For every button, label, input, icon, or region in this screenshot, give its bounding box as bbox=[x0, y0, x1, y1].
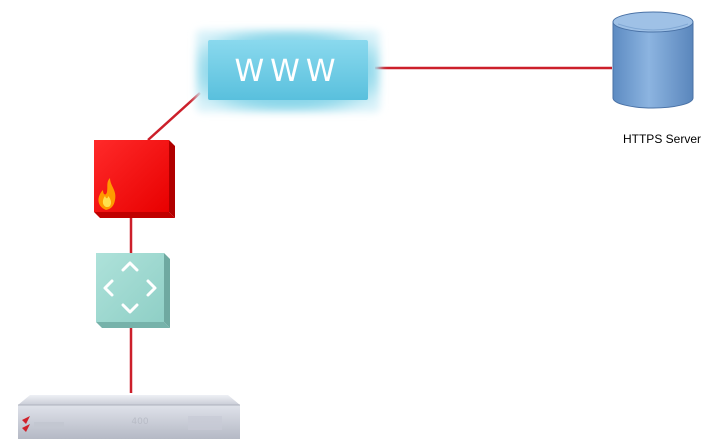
arrows-icon bbox=[103, 261, 157, 314]
switch-bottom bbox=[96, 322, 170, 328]
device-badge bbox=[188, 416, 222, 430]
link-firewall-to-internet bbox=[147, 92, 201, 141]
brand-logo-icon bbox=[22, 416, 30, 432]
device-model-label: 400 bbox=[131, 417, 148, 427]
server-node[interactable]: HTTPS Server bbox=[612, 11, 701, 146]
appliance-device[interactable]: 400 bbox=[18, 395, 240, 439]
firewall-node[interactable] bbox=[94, 140, 175, 218]
flame-icon bbox=[98, 178, 116, 210]
device-top bbox=[18, 395, 240, 405]
switch-side bbox=[164, 253, 170, 328]
connection-links bbox=[129, 66, 612, 393]
firewall-side bbox=[169, 140, 175, 218]
server-label: HTTPS Server bbox=[623, 132, 701, 146]
switch-node[interactable] bbox=[96, 253, 170, 328]
internet-label: WWW bbox=[235, 54, 342, 89]
firewall-bottom bbox=[94, 212, 175, 218]
brand-strip bbox=[34, 422, 64, 427]
database-cylinder-icon bbox=[612, 11, 694, 109]
device-front bbox=[18, 405, 240, 439]
internet-node[interactable]: WWW bbox=[196, 30, 380, 112]
internet-box bbox=[208, 40, 368, 100]
